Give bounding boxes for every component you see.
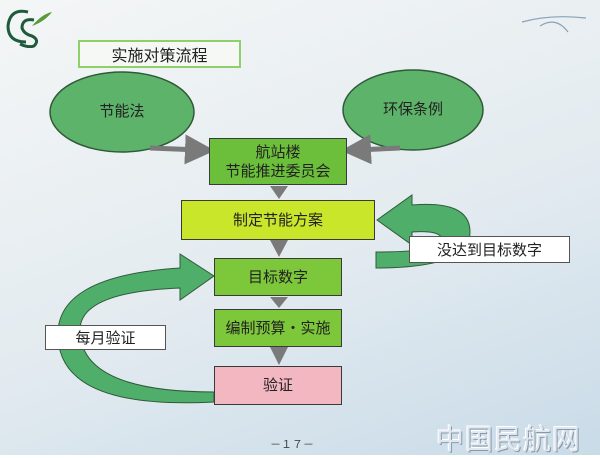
committee-line1: 航站楼 [255, 142, 301, 161]
page-title: 实施对策流程 [78, 40, 241, 68]
watermark: 中国民航网 [436, 423, 582, 456]
callout-monthly: 每月验证 [45, 325, 166, 350]
target-box: 目标数字 [214, 258, 342, 296]
page-number: －１７－ [270, 438, 314, 451]
verify-box: 验证 [214, 366, 342, 405]
callout-not-reached: 没达到目标数字 [409, 236, 570, 263]
logo [4, 6, 64, 48]
committee-box: 航站楼 节能推进委员会 [209, 138, 347, 185]
input-law: 节能法 [99, 102, 145, 120]
arrow-left-in [149, 134, 215, 165]
plan-box: 制定节能方案 [181, 200, 375, 240]
arrow-down-1 [270, 186, 288, 199]
arrow-right-in [341, 134, 401, 165]
input-regulation: 环保条例 [382, 100, 443, 118]
arrow-down-2 [270, 240, 288, 257]
loop-arrow-left [57, 253, 215, 404]
ellipse-right [342, 69, 484, 151]
arrow-down-4 [270, 347, 288, 365]
logo-deco-icon [520, 8, 590, 38]
logo-icon [6, 9, 52, 48]
ellipse-left [49, 71, 195, 153]
budget-box: 编制预算・实施 [214, 309, 342, 347]
committee-line2: 节能推进委员会 [225, 161, 331, 180]
arrow-down-3 [270, 297, 288, 308]
